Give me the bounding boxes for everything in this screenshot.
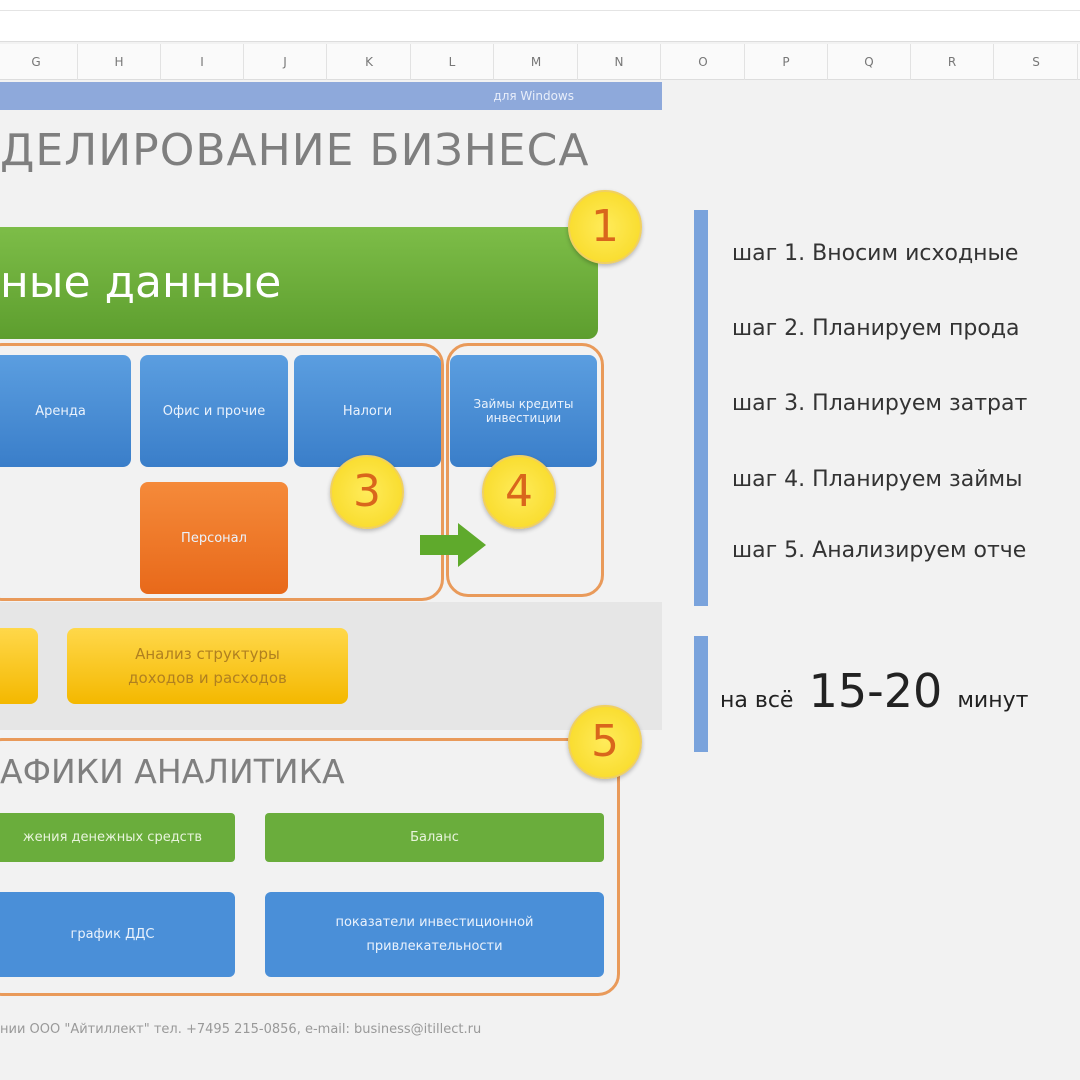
column-header-p[interactable]: P: [745, 44, 828, 80]
column-headers: G H I J K L M N O P Q R S: [0, 44, 1080, 80]
balance-button[interactable]: Баланс: [265, 813, 604, 862]
column-header-k[interactable]: K: [328, 44, 411, 80]
column-header-m[interactable]: M: [495, 44, 578, 80]
column-header-r[interactable]: R: [911, 44, 994, 80]
time-suffix: минут: [957, 688, 1029, 713]
column-header-l[interactable]: L: [411, 44, 494, 80]
time-estimate: на всё 15-20 минут: [720, 664, 1028, 718]
dds-chart-button[interactable]: график ДДС: [0, 892, 235, 977]
step-badge-4: 4: [482, 455, 556, 529]
step-badge-3: 3: [330, 455, 404, 529]
column-header-h[interactable]: H: [78, 44, 161, 80]
step-2: шаг 2. Планируем прода: [732, 316, 1020, 341]
column-header-s[interactable]: S: [995, 44, 1078, 80]
taxes-button[interactable]: Налоги: [294, 355, 441, 467]
time-value: 15-20: [808, 664, 943, 718]
step-5: шаг 5. Анализируем отче: [732, 538, 1027, 563]
investment-button[interactable]: показатели инвестиционной привлекательно…: [265, 892, 604, 977]
column-header-g[interactable]: G: [0, 44, 78, 80]
step-badge-1: 1: [568, 190, 642, 264]
steps-bar: [694, 210, 708, 606]
time-prefix: на всё: [720, 688, 794, 713]
office-button[interactable]: Офис и прочие: [140, 355, 288, 467]
footer-contacts: нии ООО "Айтиллект" тел. +7495 215-0856,…: [0, 1022, 482, 1037]
divider: [0, 10, 1080, 11]
structure-analysis-button[interactable]: Анализ структуры доходов и расходов: [67, 628, 348, 704]
input-data-block[interactable]: ные данные: [0, 227, 598, 339]
time-bar: [694, 636, 708, 752]
staff-button[interactable]: Персонал: [140, 482, 288, 594]
costs-frame: [0, 343, 444, 601]
column-header-n[interactable]: N: [578, 44, 661, 80]
step-1: шаг 1. Вносим исходные: [732, 241, 1019, 266]
loans-frame: [446, 343, 604, 597]
cashflow-button[interactable]: жения денежных средств: [0, 813, 235, 862]
analysis-button-left[interactable]: [0, 628, 38, 704]
banner: для Windows: [0, 82, 662, 110]
column-header-i[interactable]: I: [161, 44, 244, 80]
loans-button[interactable]: Займы кредиты инвестиции: [450, 355, 597, 467]
rent-button[interactable]: Аренда: [0, 355, 131, 467]
step-badge-5: 5: [568, 705, 642, 779]
page-title: ДЕЛИРОВАНИЕ БИЗНЕСА: [0, 125, 590, 176]
column-header-o[interactable]: O: [662, 44, 745, 80]
step-3: шаг 3. Планируем затрат: [732, 391, 1028, 416]
analytics-frame: [0, 738, 620, 996]
column-header-q[interactable]: Q: [828, 44, 911, 80]
column-header-j[interactable]: J: [244, 44, 327, 80]
step-4: шаг 4. Планируем займы: [732, 467, 1023, 492]
analytics-heading: АФИКИ АНАЛИТИКА: [0, 752, 345, 791]
formula-bar[interactable]: [0, 0, 1080, 42]
arrow-right-icon: [420, 523, 486, 567]
